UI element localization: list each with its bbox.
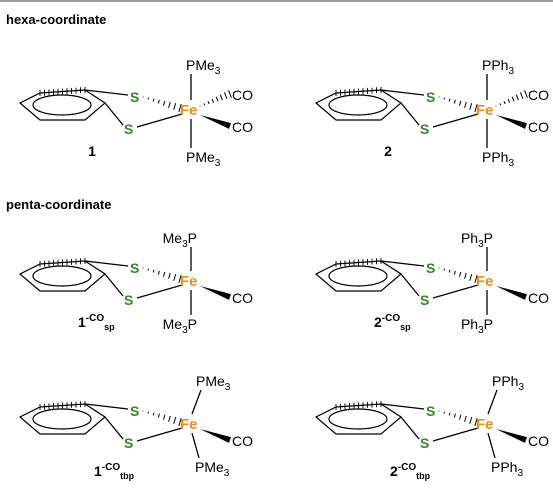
bond-fe-p-top — [487, 389, 498, 415]
phosphine-ligand-bottom: PMe3 — [186, 149, 221, 169]
phosphine-ligand-top: PMe3 — [186, 57, 221, 77]
phosphine-ligand-bottom: Ph3P — [461, 316, 493, 336]
bond-fe-p-bottom — [487, 432, 496, 459]
benzene-ring — [18, 258, 107, 292]
bond-ring-s1 — [380, 403, 425, 410]
iron-atom: Fe — [180, 102, 198, 119]
bond-ring-s1 — [84, 403, 129, 410]
iron-atom: Fe — [476, 273, 494, 290]
bond-ring-s1 — [84, 89, 129, 96]
benzene-ring — [18, 401, 107, 435]
top-border — [0, 0, 553, 2]
co-ligand: CO — [232, 290, 253, 306]
sulfur-atom: S — [124, 121, 133, 137]
sulfur-atom: S — [420, 435, 429, 451]
phosphine-ligand-top: PMe3 — [196, 373, 231, 393]
wedge-bond-fe-co — [200, 115, 232, 129]
compound-label: 1 — [88, 143, 96, 159]
section-heading-hexa: hexa-coordinate — [6, 12, 107, 27]
hashed-bond-s-fe — [142, 96, 182, 112]
benzene-ring — [314, 401, 403, 435]
sulfur-atom: S — [130, 260, 139, 276]
aromatic-circle — [328, 94, 388, 116]
bond-s-fe — [432, 113, 479, 128]
bond-s-fe — [136, 427, 183, 442]
sulfur-atom: S — [130, 89, 139, 105]
benzene-ring — [18, 87, 107, 121]
wedge-bond-fe-co — [200, 429, 232, 443]
bond-ring-s2 — [104, 102, 124, 126]
phosphine-ligand-top: PPh3 — [482, 57, 514, 77]
hashed-bond-s-fe — [142, 267, 182, 283]
wedge-bond-fe-co — [496, 115, 528, 129]
aromatic-circle — [32, 408, 92, 430]
bond-fe-p-bottom — [191, 432, 200, 459]
sulfur-atom: S — [426, 89, 435, 105]
sulfur-atom: S — [124, 292, 133, 308]
compound-label: 2 — [384, 143, 392, 159]
bond-s-fe — [432, 427, 479, 442]
phosphine-ligand-bottom: PMe3 — [195, 459, 230, 479]
sulfur-atom: S — [124, 435, 133, 451]
bond-ring-s1 — [380, 260, 425, 267]
co-ligand: CO — [232, 87, 253, 103]
co-ligand: CO — [528, 119, 549, 135]
hashed-bond-fe-co — [199, 90, 232, 107]
bond-s-fe — [136, 284, 183, 299]
phosphine-ligand-top: PPh3 — [492, 373, 524, 393]
aromatic-circle — [328, 265, 388, 287]
hashed-bond-s-fe — [438, 96, 478, 112]
bond-ring-s2 — [400, 273, 420, 297]
phosphine-ligand-top: Me3P — [163, 230, 197, 250]
aromatic-circle — [32, 265, 92, 287]
co-ligand: CO — [528, 433, 549, 449]
sulfur-atom: S — [420, 292, 429, 308]
bond-fe-p-top — [191, 389, 202, 415]
iron-atom: Fe — [476, 416, 494, 433]
section-heading-penta: penta-coordinate — [6, 197, 112, 212]
phosphine-ligand-top: Ph3P — [461, 230, 493, 250]
wedge-bond-fe-co — [496, 429, 528, 443]
iron-atom: Fe — [180, 416, 198, 433]
aromatic-circle — [32, 94, 92, 116]
compound-label: 1-COsp — [78, 313, 115, 332]
co-ligand: CO — [528, 87, 549, 103]
bond-ring-s1 — [84, 260, 129, 267]
hashed-bond-fe-co — [495, 90, 528, 107]
sulfur-atom: S — [426, 260, 435, 276]
compound-label: 2-COsp — [374, 313, 411, 332]
bond-s-fe — [432, 284, 479, 299]
wedge-bond-fe-co — [496, 286, 528, 300]
wedge-bond-fe-co — [200, 286, 232, 300]
co-ligand: CO — [528, 290, 549, 306]
benzene-ring — [314, 87, 403, 121]
bond-s-fe — [136, 113, 183, 128]
iron-atom: Fe — [180, 273, 198, 290]
aromatic-circle — [328, 408, 388, 430]
sulfur-atom: S — [130, 403, 139, 419]
bond-ring-s2 — [104, 273, 124, 297]
iron-atom: Fe — [476, 102, 494, 119]
sulfur-atom: S — [426, 403, 435, 419]
bond-ring-s2 — [400, 102, 420, 126]
hashed-bond-s-fe — [438, 410, 478, 426]
sulfur-atom: S — [420, 121, 429, 137]
phosphine-ligand-bottom: PPh3 — [482, 149, 514, 169]
compound-label: 2-COtbp — [390, 462, 431, 481]
bond-ring-s2 — [400, 416, 420, 440]
phosphine-ligand-bottom: Me3P — [163, 316, 197, 336]
hashed-bond-s-fe — [142, 410, 182, 426]
bond-ring-s2 — [104, 416, 124, 440]
bond-ring-s1 — [380, 89, 425, 96]
benzene-ring — [314, 258, 403, 292]
phosphine-ligand-bottom: PPh3 — [491, 459, 523, 479]
compound-label: 1-COtbp — [94, 462, 135, 481]
co-ligand: CO — [232, 119, 253, 135]
co-ligand: CO — [232, 433, 253, 449]
hashed-bond-s-fe — [438, 267, 478, 283]
